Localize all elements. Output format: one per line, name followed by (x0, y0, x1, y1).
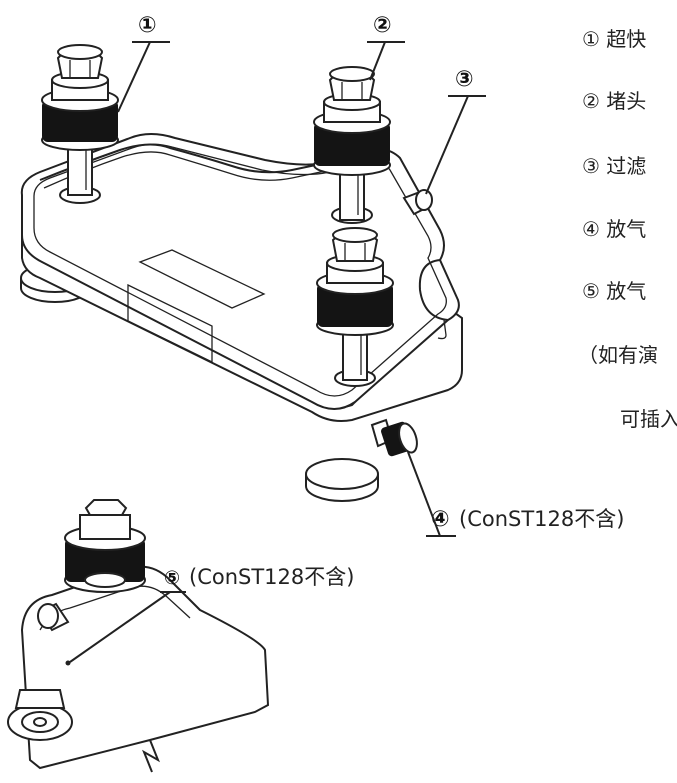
callout-2-label: ② (373, 13, 392, 38)
quick-coupling-front (316, 227, 394, 387)
callout-2: ② (367, 13, 405, 81)
legend-item-5: ⑤ 放气 (582, 279, 646, 303)
legend-item-3: ③ 过滤 (582, 154, 646, 178)
legend-item-2: ② 堵头 (582, 89, 646, 113)
foot-front (305, 458, 379, 502)
callout-5-label: ⑤ (164, 567, 180, 589)
callout-4: ④ (ConST128不含) (407, 451, 624, 537)
callout-4-note: (ConST128不含) (459, 507, 624, 531)
plug-2 (313, 66, 391, 224)
filter-3 (402, 189, 433, 216)
legend-item-1: ① 超快 (582, 27, 646, 51)
inset-detail (7, 499, 270, 773)
callout-5: ⑤ (ConST128不含) (69, 565, 354, 663)
callout-5-note: (ConST128不含) (189, 565, 354, 589)
legend-item-4: ④ 放气 (582, 217, 646, 241)
legend-note-1: （如有演 (578, 343, 658, 367)
callout-1: ① (117, 13, 170, 113)
quick-coupling-1 (41, 44, 119, 204)
callout-3: ③ (425, 67, 486, 195)
callout-3-label: ③ (455, 67, 474, 92)
legend-note-2: 可插入 (620, 407, 677, 431)
legend: ① 超快 ② 堵头 ③ 过滤 ④ 放气 ⑤ 放气 （如有演 可插入 (578, 27, 677, 431)
callout-1-label: ① (138, 13, 157, 38)
bleed-screw-4 (370, 418, 418, 457)
